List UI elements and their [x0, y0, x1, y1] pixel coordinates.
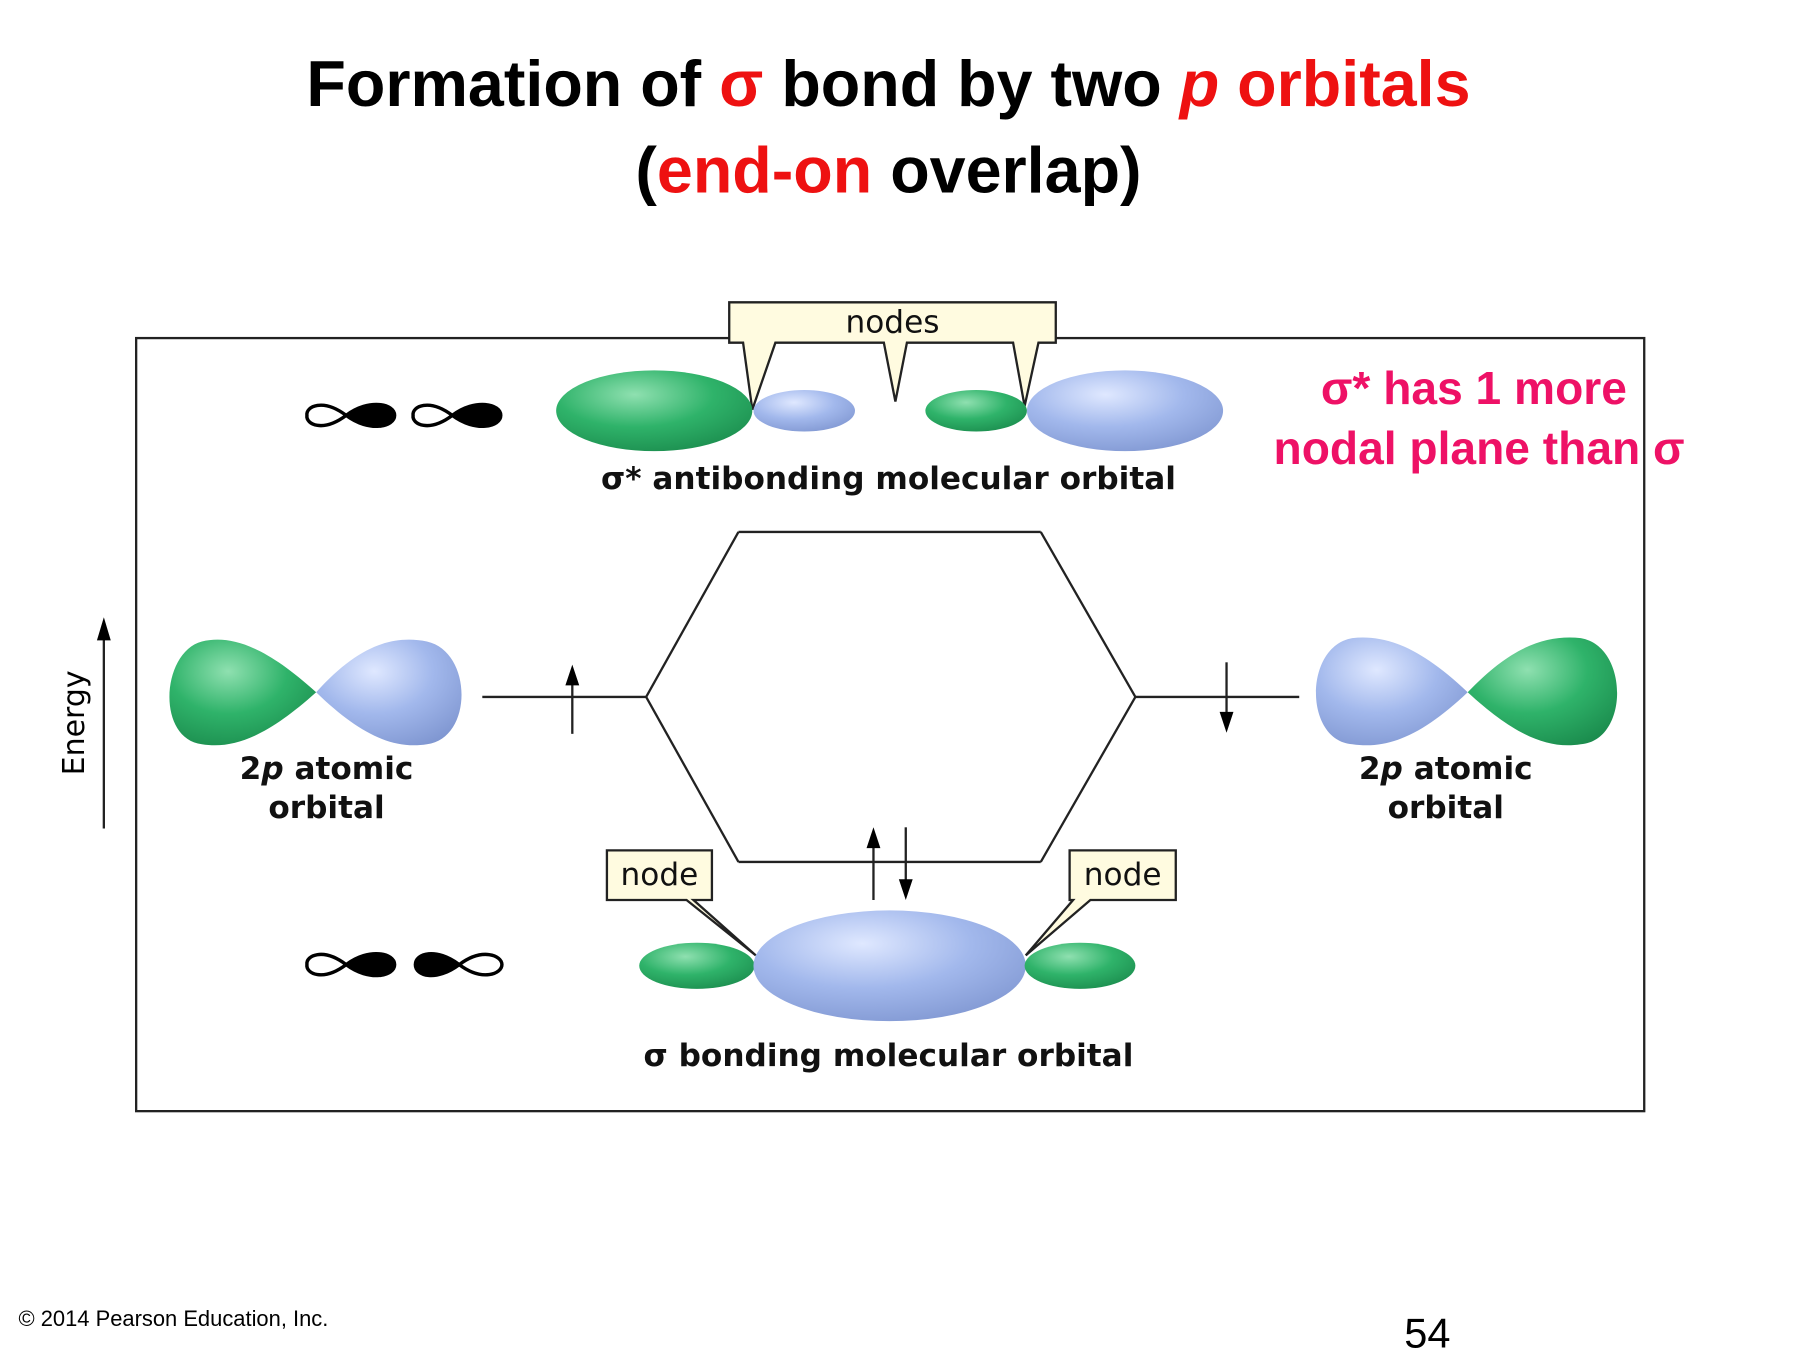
energy-lines: [102, 530, 1300, 900]
node-label-right: node: [1083, 857, 1162, 894]
note-line1: σ* has 1 more: [1320, 363, 1627, 415]
title-text: Formation of: [306, 47, 720, 120]
bonding-label: σ bonding molecular orbital: [643, 1038, 1134, 1075]
antibonding-label: σ* antibonding molecular orbital: [600, 461, 1176, 498]
title-sigma: σ: [719, 47, 764, 120]
antibonding-lobe-green-small: [925, 389, 1027, 432]
bonding-lobe-green-left: [639, 942, 755, 989]
title-text: (: [635, 133, 657, 207]
label-part: orbital: [1387, 790, 1504, 827]
arrowheads: [96, 617, 1234, 900]
title-end-on: end-on: [656, 133, 873, 207]
nodes-label: nodes: [845, 304, 940, 341]
antibonding-lobe-blue-small: [753, 389, 855, 432]
sketch-antibonding: [305, 402, 503, 429]
right-p-lobe-blue: [1315, 637, 1468, 746]
left-p-lobe-blue: [316, 639, 462, 746]
right-p-lobe-green: [1467, 637, 1618, 746]
title-p: p: [1179, 47, 1220, 120]
slide-title-line1: Formation of σ bond by two p orbitals: [0, 46, 1777, 121]
antibonding-lobe-blue: [1026, 370, 1224, 452]
left-p-lobe-green: [169, 639, 317, 746]
label-part: atomic: [283, 751, 414, 787]
copyright: © 2014 Pearson Education, Inc.: [18, 1307, 329, 1332]
label-part: 2: [1358, 751, 1381, 787]
title-text: bond by two: [763, 47, 1180, 120]
label-part: p: [261, 751, 284, 787]
slide-title-line2: (end-on overlap): [0, 133, 1777, 208]
node-callout-right: [1024, 849, 1177, 957]
nodes-callout: [728, 301, 1057, 410]
label-part: atomic: [1402, 751, 1533, 787]
sketch-bonding: [305, 951, 504, 978]
page-number: 54: [1404, 1309, 1451, 1357]
title-text: overlap): [872, 133, 1142, 207]
energy-axis-label: Energy: [57, 670, 93, 776]
note-line2: nodal plane than σ: [1273, 423, 1685, 475]
label-part: p: [1380, 751, 1403, 787]
node-label-left: node: [620, 857, 699, 894]
label-part: orbital: [268, 790, 385, 827]
node-callout-left: [605, 849, 757, 957]
title-text: orbitals: [1219, 47, 1471, 120]
bonding-lobe-blue: [753, 910, 1026, 1022]
bonding-lobe-green-right: [1024, 942, 1136, 989]
antibonding-lobe-green: [556, 370, 753, 452]
label-part: 2: [239, 751, 262, 787]
